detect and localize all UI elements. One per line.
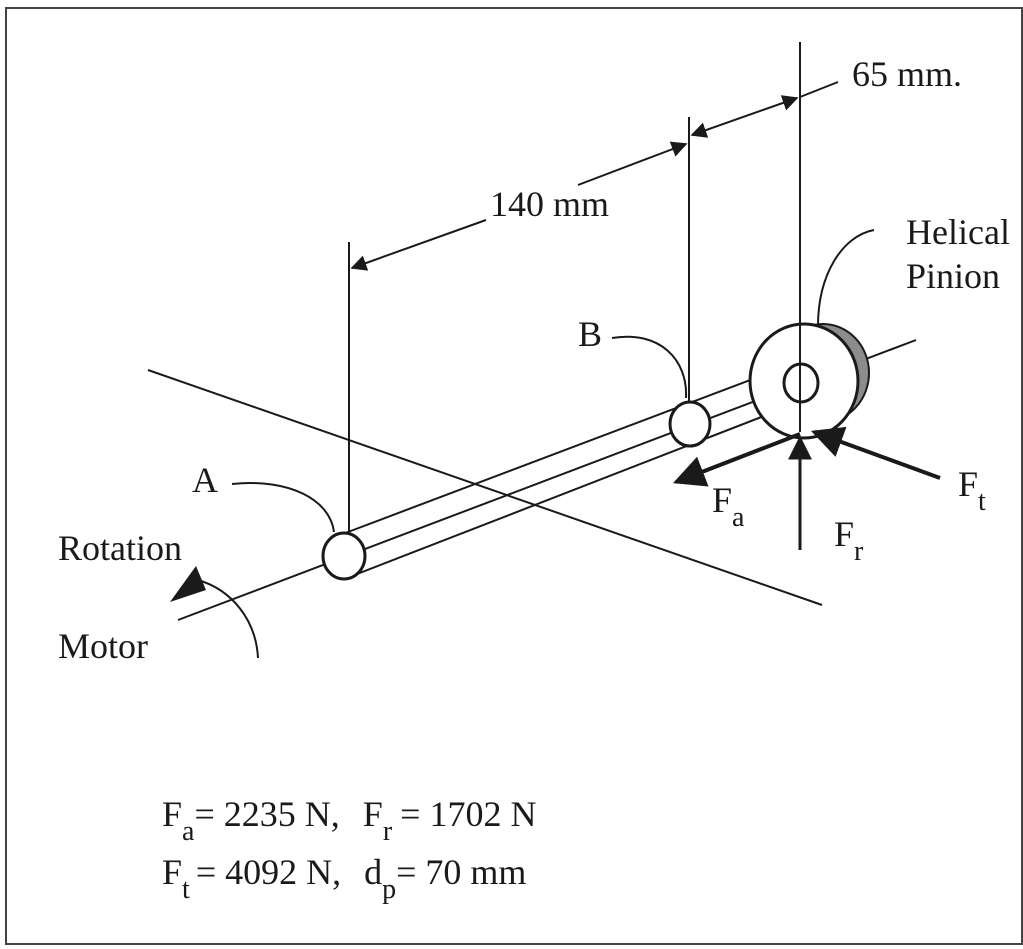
bearing-b-circle <box>668 400 712 448</box>
label-force-fr: Fr <box>834 514 864 567</box>
label-rotation: Rotation <box>58 528 182 568</box>
bearing-a-circle <box>321 531 367 581</box>
shaft-edge-top <box>339 364 791 536</box>
rotation-arc <box>197 579 259 659</box>
force-ft-arrow <box>810 426 941 480</box>
label-point-a: A <box>192 460 218 500</box>
figure-border <box>5 7 1023 945</box>
reference-line <box>147 369 823 606</box>
leader-pinion <box>817 229 875 327</box>
rotation-arrowhead <box>170 566 206 602</box>
leader-a <box>231 482 335 533</box>
label-point-b: B <box>578 314 602 354</box>
equation-line-1: Fa= 2235 N, Fr= 1702 N <box>162 794 536 847</box>
helical-pinion-gear <box>748 322 870 440</box>
label-65mm: 65 mm. <box>852 54 962 94</box>
equation-line-2: Ft= 4092 N, dp= 70 mm <box>162 852 526 905</box>
dim-140-arrow-left <box>350 219 487 271</box>
dim-140-arrow-right <box>577 141 688 186</box>
force-fa-arrow <box>673 432 801 487</box>
label-helical: Helical <box>906 212 1010 252</box>
label-motor: Motor <box>58 626 148 666</box>
dim-65-leader <box>799 81 839 98</box>
label-force-ft: Ft <box>958 464 986 517</box>
label-pinion: Pinion <box>906 256 1000 296</box>
shaft-edge-bottom <box>351 401 801 577</box>
dim-65-arrow <box>690 95 799 138</box>
label-force-fa: Fa <box>712 480 745 533</box>
leader-b <box>611 335 688 399</box>
label-140mm: 140 mm <box>490 184 609 224</box>
